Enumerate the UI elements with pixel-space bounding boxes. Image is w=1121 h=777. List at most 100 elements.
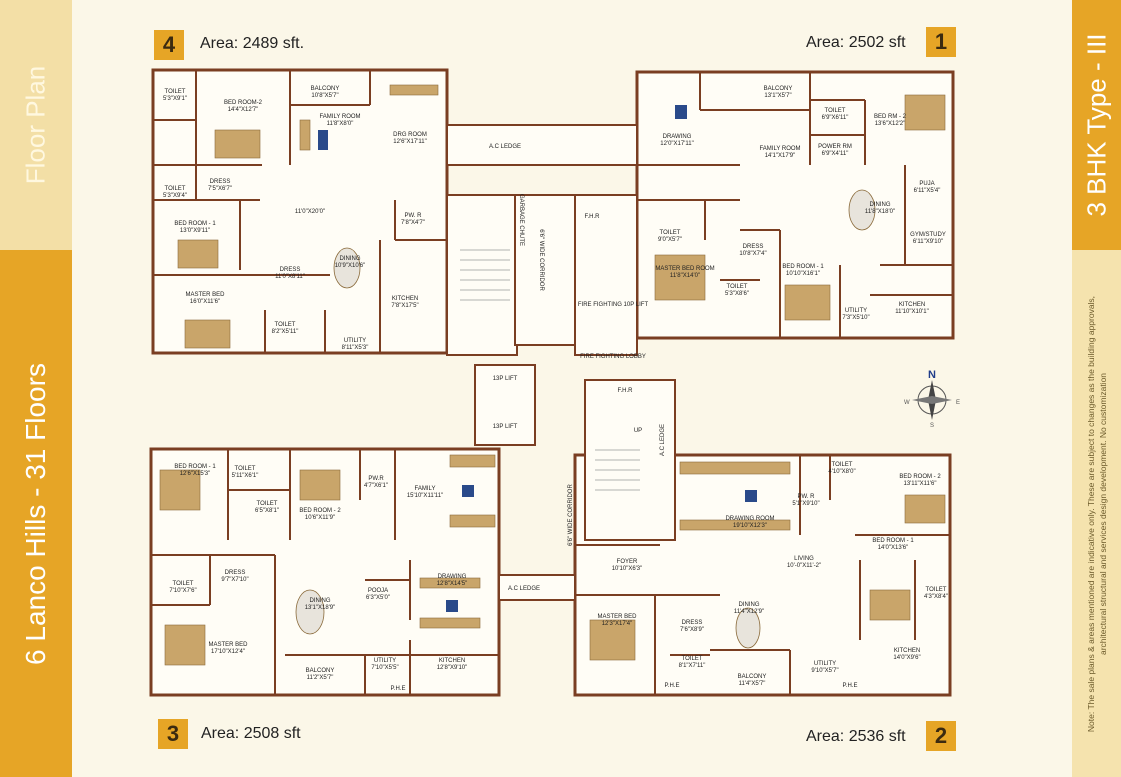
room-dimension: 14'4"X12'7" xyxy=(228,107,259,113)
room-name: PW. R xyxy=(404,213,422,219)
room-name: DRG ROOM xyxy=(393,132,427,138)
room-dimension: 11'8"X18'0" xyxy=(865,209,895,215)
room-dimension: 12'0"X17'11" xyxy=(660,141,693,147)
room-name: TOILET xyxy=(825,108,846,114)
room-name: DRESS xyxy=(280,267,301,273)
room-dimension: 11'2"X5'7" xyxy=(307,675,334,681)
room-name: MASTER BED ROOM xyxy=(655,266,714,272)
room-name: TOILET xyxy=(165,186,186,192)
room-name: PW. R xyxy=(797,494,815,500)
room-dimension: 11'4"X12'9" xyxy=(734,609,764,615)
room-dimension: 12'3"X17'4" xyxy=(602,621,633,627)
compass-rose: N E W S xyxy=(904,369,960,429)
room-name: BED ROOM - 2 xyxy=(899,474,941,480)
floor-plan-drawing: N E W S A.C LEDGE A.C LEDGE 6'6" WIDE CO… xyxy=(149,68,960,697)
room-dimension: 8'11"X5'3" xyxy=(342,345,369,351)
garbage-chute-label: GARBAGE CHUTE xyxy=(518,194,524,246)
room-dimension: 14'0"X13'6" xyxy=(878,545,909,551)
floor-plan-label: Floor Plan xyxy=(20,65,51,185)
room-name: BALCONY xyxy=(306,668,335,674)
room-name: BED ROOM - 2 xyxy=(299,508,341,514)
room-name: FAMILY ROOM xyxy=(319,114,360,120)
room-name: BED ROOM - 1 xyxy=(872,538,914,544)
room-name: UTILITY xyxy=(374,658,396,664)
unit-area-2: Area: 2536 sft xyxy=(806,728,906,745)
room-dimension: 11'4"X5'7" xyxy=(739,681,766,687)
fire-lobby-label: FIRE FIGHTING LOBBY xyxy=(580,354,646,360)
stair-up-label: UP xyxy=(634,428,642,434)
room-dimension: 10'8"X7'4" xyxy=(739,251,766,257)
room-name: UTILITY xyxy=(344,338,366,344)
room-name: DRAWING ROOM xyxy=(725,516,774,522)
room-dimension: 13'11"X11'6" xyxy=(903,481,936,487)
room-dimension: 7'10"X7'6" xyxy=(169,588,196,594)
room-dimension: 5'3"X9'4" xyxy=(163,193,187,199)
room-name: BED ROOM-2 xyxy=(224,100,263,106)
room-dimension: 14'0"X9'6" xyxy=(893,655,920,661)
room-name: DRESS xyxy=(743,244,764,250)
room-dimension: 5'11"X6'1" xyxy=(232,473,259,479)
room-name: BED ROOM - 1 xyxy=(782,264,824,270)
unit-area-4: Area: 2489 sft. xyxy=(200,35,305,52)
type-label: 3 BHK Type - III xyxy=(1081,33,1111,217)
room-name: POOJA xyxy=(368,588,388,594)
unit-badge-2: 2 xyxy=(926,721,956,751)
room-name: KITCHEN xyxy=(899,302,925,308)
unit-badge-1: 1 xyxy=(926,27,956,57)
room-dimension: 17'10"X12'4" xyxy=(211,649,245,655)
fhr-label-mid: F.H.R xyxy=(618,388,634,394)
room-name: TOILET xyxy=(173,581,194,587)
project-label: 6 Lanco Hills - 31 Floors xyxy=(20,362,51,665)
room-dimension: 11'8"X8'0" xyxy=(327,121,354,127)
room-dimension: 10'-0"X11'-2" xyxy=(787,563,821,569)
room-name: DRESS xyxy=(225,570,246,576)
room-dimension: 13'0"X9'11" xyxy=(180,228,210,234)
room-dimension: 11'0"X8'11" xyxy=(275,274,305,280)
room-dimension: 7'6"X8'9" xyxy=(680,627,704,633)
room-name: TOILET xyxy=(235,466,256,472)
room-name: KITCHEN xyxy=(894,648,920,654)
room-name: POWER RM xyxy=(818,144,852,150)
room-dimension: 7'5"X6'7" xyxy=(208,186,232,192)
room-name: TOILET xyxy=(257,501,278,507)
room-name: DINING xyxy=(340,256,361,262)
room-dimension: 10'10"X6'3" xyxy=(612,566,643,572)
room-dimension: 5'3"X8'6" xyxy=(725,291,749,297)
room-dimension: 7'8"X4'7" xyxy=(401,220,425,226)
room-dimension: 4'7"X6'1" xyxy=(364,483,388,489)
lift-label-1: 13P LIFT xyxy=(493,376,518,382)
compass-west: W xyxy=(904,400,910,406)
room-dimension: 7'10"X5'5" xyxy=(371,665,398,671)
room-name: FAMILY xyxy=(415,486,436,492)
room-name: BED ROOM - 1 xyxy=(174,221,216,227)
room-dimension: 11'10"X10'1" xyxy=(895,309,928,315)
room-name: DINING xyxy=(739,602,760,608)
unit-badge-3: 3 xyxy=(158,719,188,749)
fire-lift-label: FIRE FIGHTING 10P LIFT xyxy=(578,302,649,308)
ac-ledge-label-side: A.C LEDGE xyxy=(660,424,666,456)
room-dimension: 14'1"X17'9" xyxy=(765,153,796,159)
room-dimension: 7'3"X5'10" xyxy=(842,315,869,321)
room-dimension: 7'8"X17'5" xyxy=(391,303,418,309)
room-name: FOYER xyxy=(617,559,638,565)
type-band: 3 BHK Type - III xyxy=(1072,0,1121,250)
room-name: DRESS xyxy=(210,179,231,185)
room-name: KITCHEN xyxy=(392,296,418,302)
floor-plan-band: Floor Plan xyxy=(0,0,72,250)
room-name: TOILET xyxy=(832,462,853,468)
project-band: 6 Lanco Hills - 31 Floors xyxy=(0,250,72,777)
room-name: MASTER BED xyxy=(597,614,637,620)
room-name: MASTER BED xyxy=(208,642,248,648)
room-dimension: 15'10"X11'11" xyxy=(407,493,443,499)
disclaimer-note: Note: The sale plans & areas mentioned a… xyxy=(1085,295,1108,732)
room-dimension: 8'2"X5'11" xyxy=(272,329,299,335)
room-name: TOILET xyxy=(660,230,681,236)
corridor-label-bottom: 6'6" WIDE CORRIDOR xyxy=(568,484,574,546)
room-dimension: 13'6"X12'2" xyxy=(875,121,906,127)
room-dimension: 10'9"X10'6" xyxy=(335,263,366,269)
room-dimension: 5'1"X9'10" xyxy=(792,501,819,507)
right-sidebar: 3 BHK Type - III Note: The sale plans & … xyxy=(1072,0,1121,777)
room-name: TOILET xyxy=(682,656,703,662)
room-dimension: 4'3"X8'4" xyxy=(924,594,948,600)
